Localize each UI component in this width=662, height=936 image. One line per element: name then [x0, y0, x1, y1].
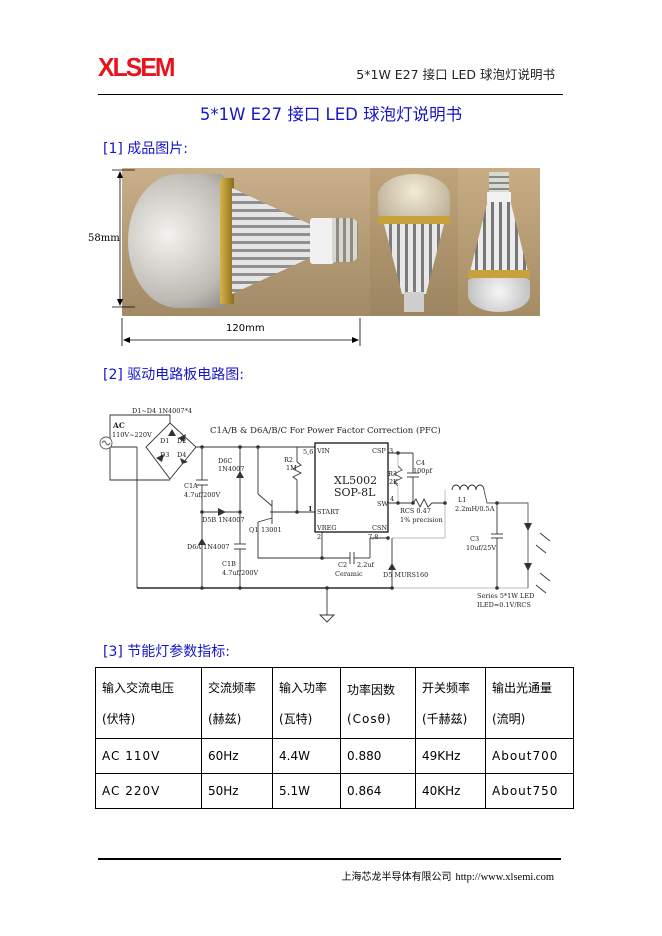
d5-label: D5 MURS160: [383, 571, 428, 579]
cell: About700: [485, 738, 574, 774]
pin-sw-num: 4: [390, 495, 394, 503]
rcs-precision: 1% precision: [400, 516, 443, 524]
header-title: 5*1W E27 接口 LED 球泡灯说明书: [356, 67, 555, 82]
pin-csp: CSP: [372, 447, 386, 455]
cell: 0.864: [340, 773, 416, 809]
d3-label: D3: [160, 451, 169, 459]
header-cell: 输入交流电压(伏特): [95, 667, 202, 739]
r2-label: R2: [284, 456, 293, 464]
header-cell: 开关频率(千赫兹): [415, 667, 486, 739]
c2-label: C2: [338, 561, 347, 569]
d6c-label: D6C: [218, 457, 232, 465]
ic-name: XL5002: [334, 474, 377, 487]
r2-value: 1M: [286, 464, 297, 472]
cell: 0.880: [340, 738, 416, 774]
pin-vreg-num: 2: [317, 533, 321, 541]
l1-value: 2.2mH/0.5A: [455, 505, 495, 513]
c3-value: 10uf/25V: [466, 544, 496, 552]
product-photo-front: [370, 168, 458, 316]
section-heading-specs: [3] 节能灯参数指标:: [103, 644, 230, 660]
circuit-diagram: D1~D4 1N4007*4 AC 110V~220V D1 D2 D3 D4 …: [99, 407, 551, 623]
d4-label: D4: [177, 451, 186, 459]
cell: 49KHz: [415, 738, 486, 774]
pin-vin-num: 5,6: [303, 448, 313, 456]
product-photo-side: [122, 168, 370, 316]
d2-label: D2: [177, 437, 186, 445]
c4-value: 100pf: [413, 467, 433, 475]
cell: 60Hz: [201, 738, 273, 774]
header-cell: 功率因数(Cosθ): [340, 667, 416, 739]
rcs-label: RCS 0.47: [400, 507, 431, 515]
led-formula: ILED=0.1V/RCS: [477, 601, 531, 609]
pin-csn: CSN: [372, 524, 387, 532]
table-header-row: 输入交流电压(伏特) 交流频率(赫兹) 输入功率(瓦特) 功率因数(Cosθ) …: [95, 667, 574, 739]
pin-vin: VIN: [316, 447, 330, 455]
c1b-label: C1B: [222, 560, 236, 568]
pfc-note: C1A/B & D6A/B/C For Power Factor Correct…: [210, 425, 441, 436]
cell: 40KHz: [415, 773, 486, 809]
cell: 5.1W: [272, 773, 341, 809]
width-dimension-label: 120mm: [226, 323, 265, 334]
c1a-value: 4.7uf/200V: [184, 491, 221, 499]
footer-divider: [98, 858, 561, 860]
r3-label: R3: [388, 470, 397, 478]
q1-label: Q1: [249, 526, 258, 534]
header-cell: 交流频率(赫兹): [201, 667, 273, 739]
header-cell: 输出光通量(流明): [485, 667, 574, 739]
d6c-part: 1N4007: [218, 465, 244, 473]
d5b-label: D5B 1N4007: [202, 516, 245, 524]
section-heading-circuit: [2] 驱动电路板电路图:: [103, 367, 244, 383]
table-row: AC 110V 60Hz 4.4W 0.880 49KHz About700: [95, 738, 574, 774]
d6a-label: D6A 1N4007: [187, 543, 229, 551]
cell: About750: [485, 773, 574, 809]
d1-label: D1: [160, 437, 169, 445]
table-row: AC 220V 50Hz 5.1W 0.864 40KHz About750: [95, 773, 574, 809]
document-title: 5*1W E27 接口 LED 球泡灯说明书: [199, 105, 463, 124]
cell: 50Hz: [201, 773, 273, 809]
c2-value: 2.2uf: [357, 561, 375, 569]
pin-csn-num: 7,8: [368, 533, 378, 541]
q1-part: 13001: [261, 526, 282, 534]
cell: AC 110V: [95, 738, 202, 774]
c1a-label: C1A: [184, 482, 198, 490]
header-divider: [98, 94, 563, 95]
spec-table: 输入交流电压(伏特) 交流频率(赫兹) 输入功率(瓦特) 功率因数(Cosθ) …: [95, 667, 574, 809]
cell: AC 220V: [95, 773, 202, 809]
ac-label: AC: [112, 421, 125, 430]
led-series-label: Series 5*1W LED: [477, 592, 534, 600]
pin-sw: SW: [377, 500, 388, 508]
c4-label: C4: [416, 459, 425, 467]
pin-csp-num: 3: [389, 447, 393, 455]
product-photo-base: [458, 168, 540, 316]
c3-label: C3: [470, 535, 479, 543]
pin-start: START: [317, 508, 340, 516]
footer-company: 上海芯龙半导体有限公司: [341, 872, 452, 883]
pin-vreg: VREG: [316, 524, 337, 532]
footer-url[interactable]: http://www.xlsemi.com: [455, 872, 554, 883]
c1b-value: 4.7uf/200V: [222, 569, 259, 577]
header-cell: 输入功率(瓦特): [272, 667, 341, 739]
bridge-label: D1~D4 1N4007*4: [132, 407, 192, 415]
r3-value: 2K: [389, 478, 398, 486]
ac-voltage: 110V~220V: [112, 431, 152, 439]
photo-dimension-lines: [112, 169, 361, 346]
l1-label: L1: [458, 496, 466, 504]
company-logo: XLSEM: [98, 52, 175, 82]
ic-package: SOP-8L: [334, 486, 376, 499]
height-dimension-label: 58mm: [88, 233, 120, 244]
pin-start-num: 1: [308, 505, 313, 513]
cell: 4.4W: [272, 738, 341, 774]
c2-type: Ceramic: [335, 570, 363, 578]
section-heading-photos: [1] 成品图片:: [103, 141, 188, 157]
